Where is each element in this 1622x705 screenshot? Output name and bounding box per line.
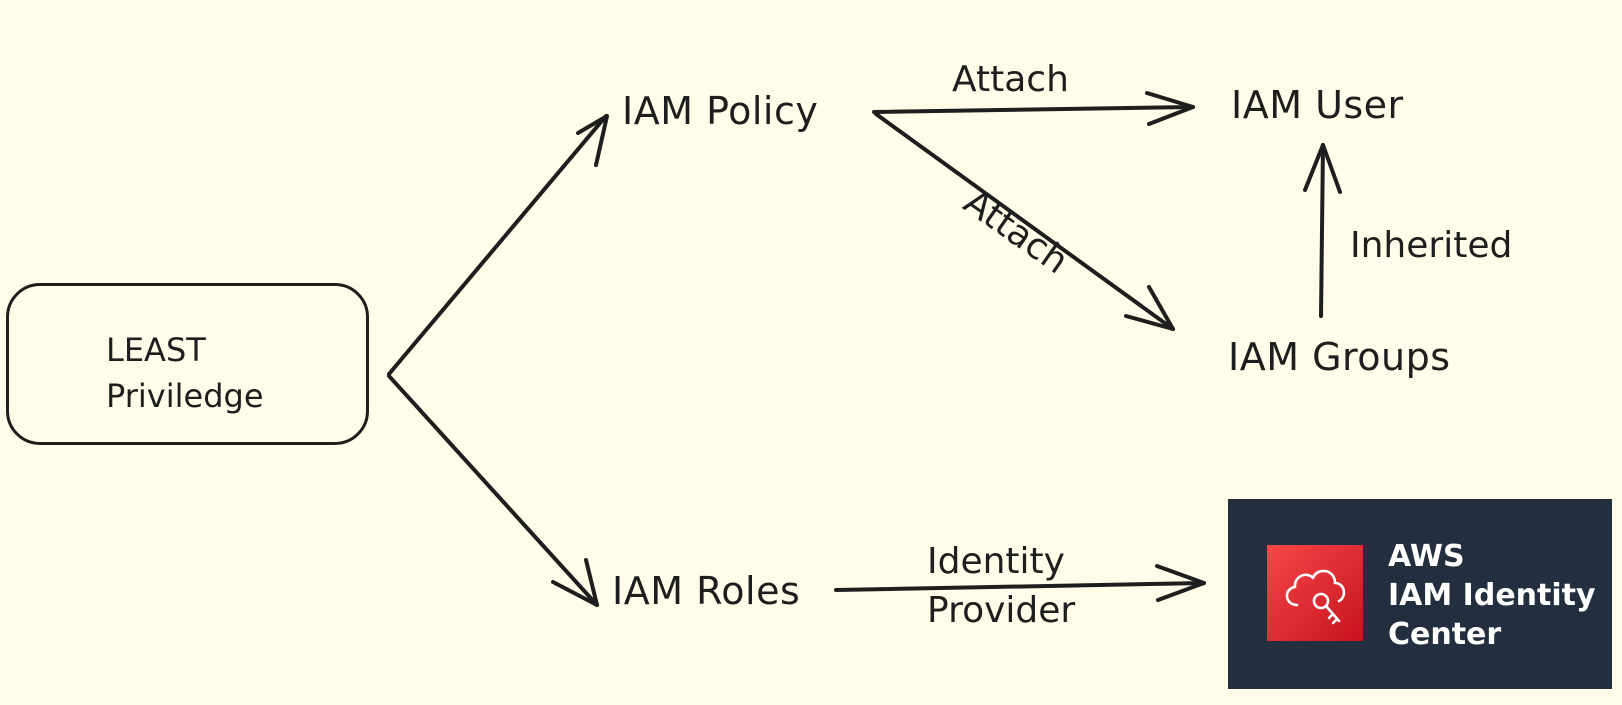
least-privilege-node (6, 283, 369, 445)
edge-root-to-policy (387, 114, 608, 376)
iam-user-node: IAM User (1231, 83, 1404, 127)
edge-label-inherited: Inherited (1350, 225, 1513, 266)
aws-iam-identity-center-label: AWS IAM Identity Center (1388, 537, 1596, 654)
iam-roles-node: IAM Roles (612, 569, 801, 613)
least-privilege-label-line1: LEAST (106, 331, 206, 369)
edge-policy-to-user (872, 105, 1195, 114)
least-privilege-label: LEAST Priviledge (106, 327, 264, 419)
cloud-key-icon (1267, 545, 1363, 641)
edge-label-provider: Provider (927, 590, 1076, 631)
edge-root-to-roles (387, 374, 599, 607)
edge-label-attach-user: Attach (952, 59, 1069, 100)
aws-label-line2: IAM Identity (1388, 578, 1596, 613)
aws-label-line3: Center (1388, 617, 1502, 652)
iam-policy-node: IAM Policy (622, 89, 819, 133)
arrowhead-roles-to-identity-center (1155, 564, 1206, 602)
arrowhead-policy-to-groups (1124, 285, 1175, 331)
arrowhead-root-to-policy (576, 114, 609, 167)
edge-label-identity: Identity (927, 541, 1065, 582)
aws-iam-identity-center-card: AWS IAM Identity Center (1228, 499, 1612, 689)
aws-label-line1: AWS (1388, 539, 1465, 574)
edge-policy-to-groups (874, 112, 1175, 331)
arrowhead-groups-to-user (1303, 143, 1342, 194)
iam-groups-node: IAM Groups (1228, 335, 1451, 379)
arrowhead-root-to-roles (551, 558, 599, 607)
arrowhead-policy-to-user (1145, 91, 1195, 126)
edge-groups-to-user (1319, 143, 1325, 318)
least-privilege-label-line2: Priviledge (106, 377, 264, 415)
edge-roles-to-identity-center (834, 581, 1206, 592)
